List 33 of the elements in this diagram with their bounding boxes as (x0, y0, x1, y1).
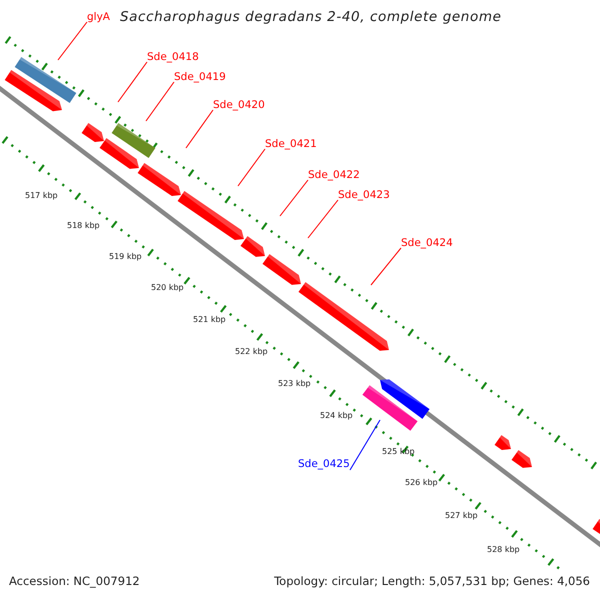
scale-label: 526 kbp (405, 479, 438, 487)
scale-label: 525 kbp (382, 448, 415, 456)
scale-label: 522 kbp (235, 348, 268, 356)
leader-line (308, 200, 338, 238)
scale-label: 524 kbp (320, 412, 353, 420)
leader-line (370, 248, 402, 286)
scale-label: 517 kbp (25, 192, 58, 200)
footer-text: Accession: NC_007912 (9, 576, 140, 588)
gene-label: Sde_0425 (298, 459, 350, 470)
scale-label: 520 kbp (151, 284, 184, 292)
gene-label: Sde_0422 (308, 170, 360, 180)
gene-label: Sde_0419 (174, 72, 226, 82)
gene-label: Sde_0423 (338, 190, 390, 200)
footer-text: Topology: circular; Length: 5,057,531 bp; Genes: 4,056 (274, 576, 590, 588)
scale-label: 527 kbp (445, 512, 478, 520)
leader-line (186, 110, 214, 148)
leader-line (350, 420, 380, 470)
leader-line (280, 180, 308, 216)
leader-line (58, 22, 88, 60)
gene-label: glyA (87, 12, 110, 22)
scale-label: 523 kbp (278, 380, 311, 388)
gene-label: Sde_0421 (265, 139, 317, 150)
gene-label: Sde_0418 (147, 52, 199, 62)
leader-line (118, 62, 148, 102)
title: Saccharophagus degradans 2-40, complete genome (120, 11, 502, 24)
leader-line (146, 82, 174, 122)
scale-label: 528 kbp (487, 546, 520, 554)
gene-label: Sde_0424 (401, 238, 453, 248)
gene-label: Sde_0420 (213, 100, 265, 110)
scale-label: 518 kbp (67, 222, 100, 230)
scale-label: 519 kbp (109, 253, 142, 261)
leader-line (238, 148, 266, 186)
scale-label: 521 kbp (193, 316, 226, 324)
